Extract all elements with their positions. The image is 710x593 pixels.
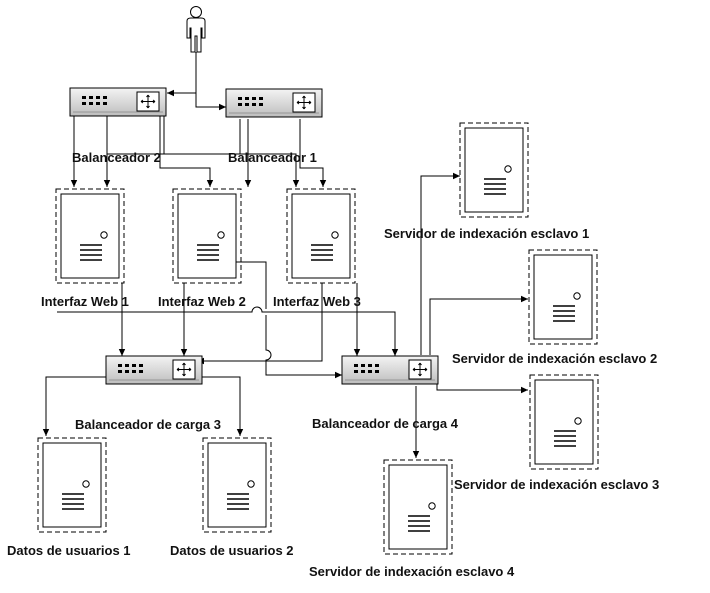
users-server-2-icon [202, 437, 272, 533]
balancer-4-icon [341, 355, 439, 385]
balancer-4-label: Balanceador de carga 4 [312, 416, 458, 431]
balancer-1-icon [225, 88, 323, 118]
user-to-balancer-2 [167, 52, 197, 97]
web-server-2-icon [172, 188, 242, 284]
balancer-3-icon [105, 355, 203, 385]
web-1-label: Interfaz Web 1 [41, 294, 129, 309]
lb3-to-users2 [200, 376, 244, 436]
lb1-to-web1 [107, 119, 241, 155]
connectors [42, 52, 528, 458]
web-3-label: Interfaz Web 3 [273, 294, 361, 309]
balancer-3-label: Balanceador de carga 3 [75, 417, 221, 432]
web-bus [57, 306, 352, 313]
slave-3-label: Servidor de indexación esclavo 3 [454, 477, 660, 492]
web2-to-lb4 [236, 261, 342, 375]
balancer-2-label: Balanceador 2 [72, 150, 161, 165]
slave-server-2-icon [528, 249, 598, 345]
user-to-balancer-1 [195, 93, 226, 111]
lb4-to-slave1 [420, 172, 460, 355]
users-2-label: Datos de usuarios 2 [170, 543, 294, 558]
balancer-2-icon [69, 87, 167, 117]
users-server-1-icon [37, 437, 107, 533]
lb4-to-slave2 [429, 295, 528, 355]
lb3-to-users1 [42, 376, 106, 436]
web-server-1-icon [55, 188, 125, 284]
bus-to-lb4 [352, 311, 399, 356]
users-1-label: Datos de usuarios 1 [7, 543, 131, 558]
user-icon [186, 6, 206, 53]
slave-server-3-icon [529, 374, 599, 470]
slave-1-label: Servidor de indexación esclavo 1 [384, 226, 590, 241]
slave-server-4-icon [383, 459, 453, 555]
balancer-1-label: Balanceador 1 [228, 150, 317, 165]
slave-4-label: Servidor de indexación esclavo 4 [309, 564, 515, 579]
web-2-label: Interfaz Web 2 [158, 294, 246, 309]
web-server-3-icon [286, 188, 356, 284]
lb2-to-web2 [159, 116, 214, 187]
slave-2-label: Servidor de indexación esclavo 2 [452, 351, 658, 366]
web3-to-lb3 [197, 283, 323, 365]
lb4-to-slave3 [436, 382, 528, 394]
lb1-to-web3 [299, 119, 327, 187]
slave-server-1-icon [459, 122, 529, 218]
